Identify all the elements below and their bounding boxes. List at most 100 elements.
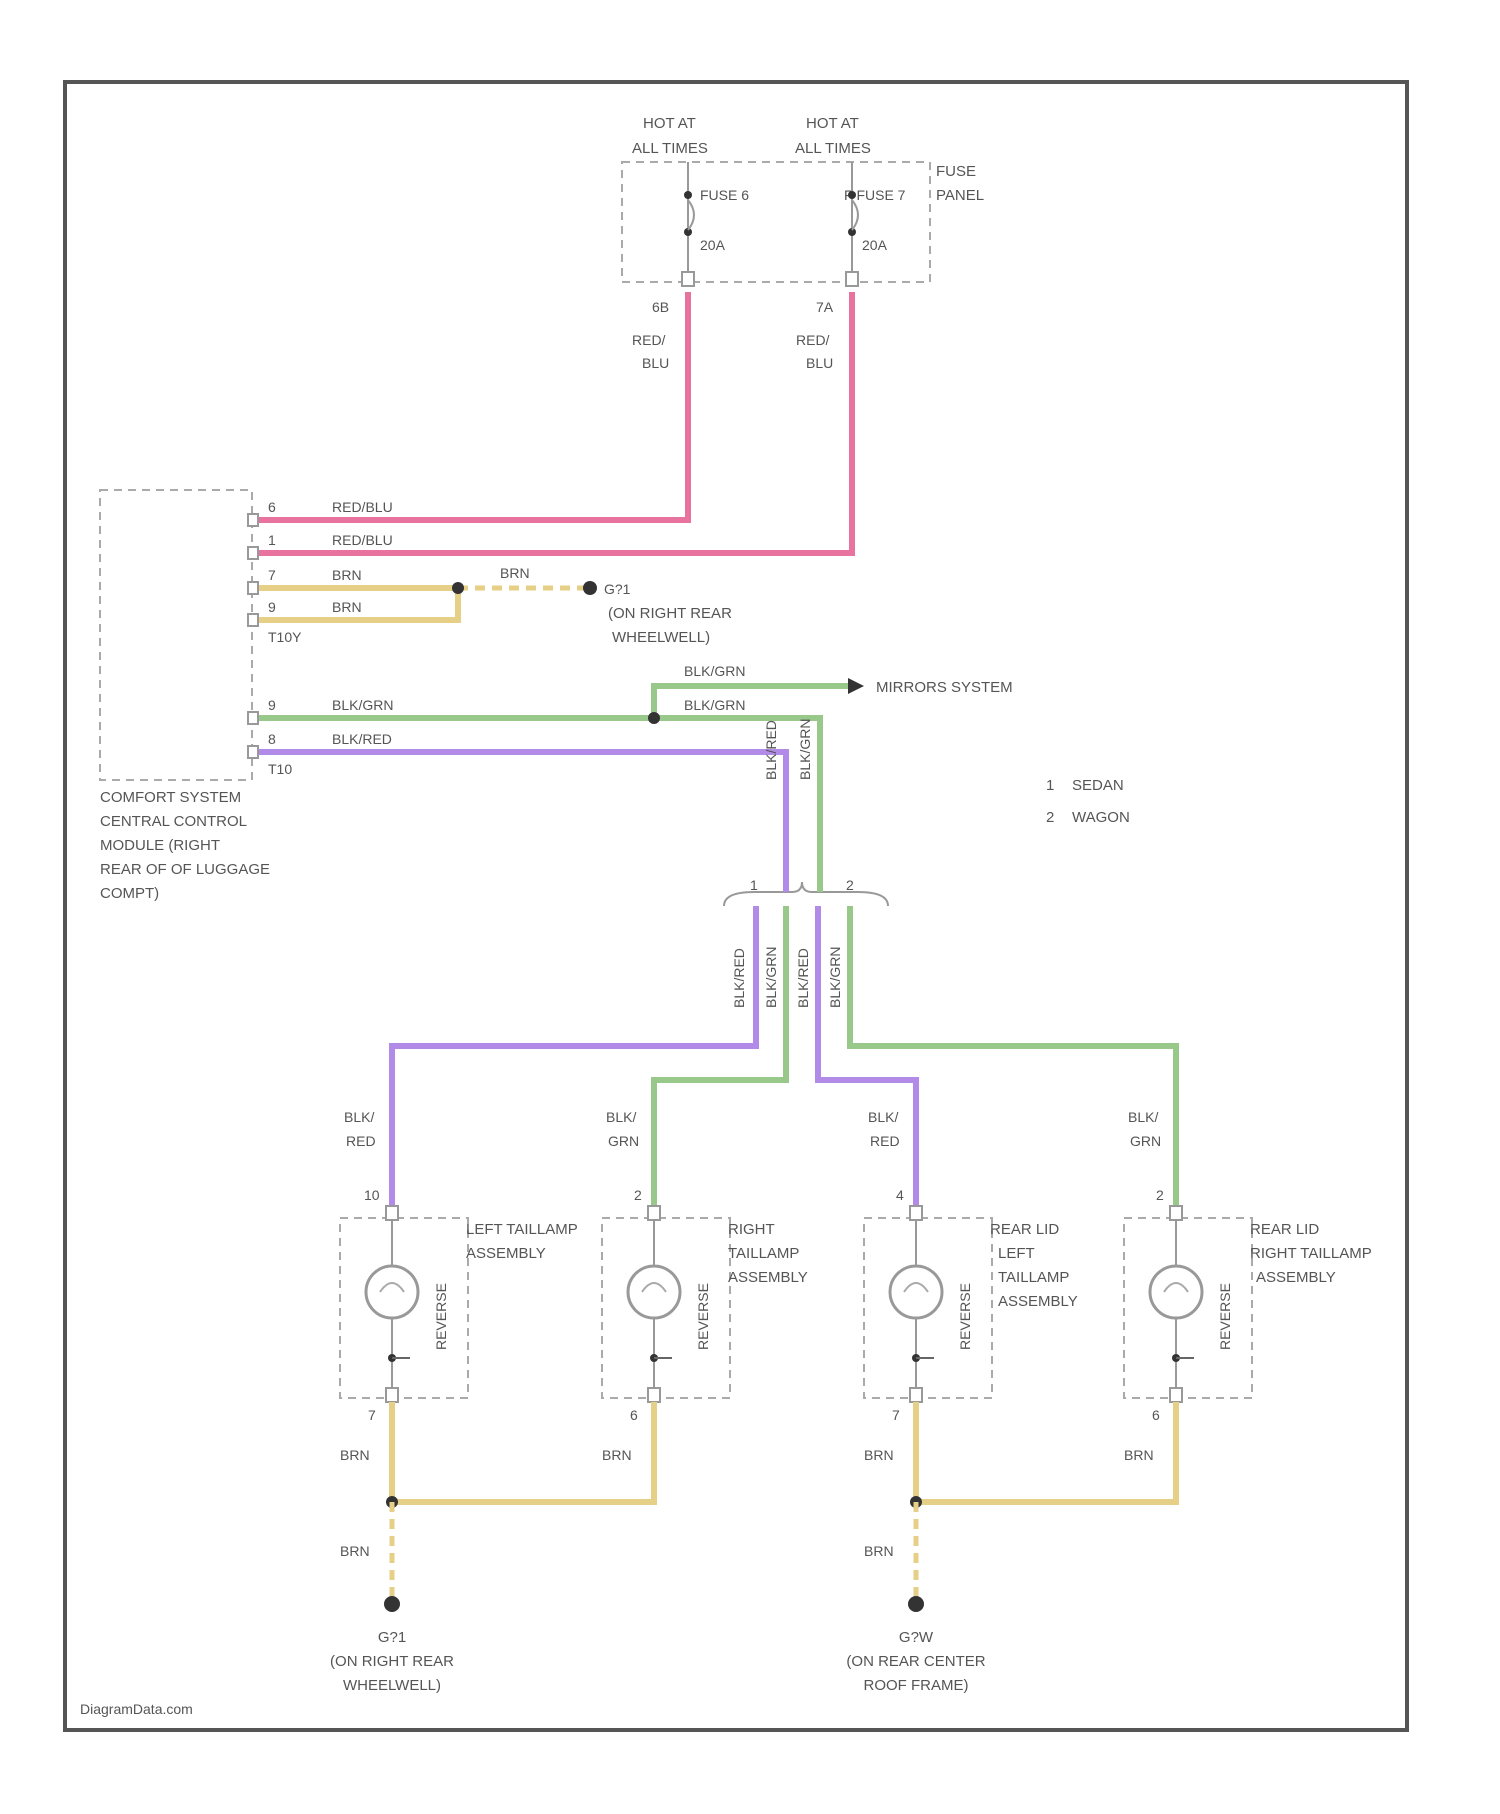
lamp-4-wire-2: GRN: [1130, 1133, 1161, 1149]
lamp-4-name-1: REAR LID: [1250, 1221, 1319, 1238]
module-name-2: CENTRAL CONTROL: [100, 813, 247, 830]
lamp-2-wire-1: BLK/: [606, 1109, 636, 1125]
ground-left-name: G?1: [378, 1629, 406, 1646]
splice-wire-out-2: BLK/GRN: [763, 947, 779, 1008]
mirrors-wire-top: BLK/GRN: [684, 663, 745, 679]
lamp-2-name-3: ASSEMBLY: [728, 1269, 808, 1286]
fuse-right-wire-2: BLU: [806, 355, 833, 371]
fuse-right-symbol: [846, 162, 858, 286]
module-pin-2-num: 1: [268, 532, 276, 548]
lamp-3-ground-wire: BRN: [864, 1447, 894, 1463]
ground-top-location-2: WHEELWELL): [612, 629, 710, 646]
lamp-4-pin-top: 2: [1156, 1187, 1164, 1203]
legend-2-num: 2: [1046, 809, 1054, 826]
fuse-left-pin: 6B: [652, 299, 669, 315]
lamp-3-name-3: TAILLAMP: [998, 1269, 1069, 1286]
fuse-left-wire-2: BLU: [642, 355, 669, 371]
legend-1-text: SEDAN: [1072, 777, 1124, 794]
lamp-4-name-2: RIGHT TAILLAMP: [1250, 1245, 1372, 1262]
wire-blk-red-module: [256, 752, 786, 880]
ground-right-location-1: (ON REAR CENTER: [846, 1653, 985, 1670]
splice-grn: [648, 712, 660, 724]
lamp-4-ground-wire: BRN: [1124, 1447, 1154, 1463]
splice-wire-out-4: BLK/GRN: [827, 947, 843, 1008]
lamp-1-bulb: REVERSE: [433, 1283, 449, 1350]
ground-top-location-1: (ON RIGHT REAR: [608, 605, 732, 622]
branch-1-label: 1: [750, 877, 758, 893]
lamp-3-name-2: LEFT: [998, 1245, 1035, 1262]
ground-left-icon: [384, 1596, 400, 1612]
legend-1-num: 1: [1046, 777, 1054, 794]
ground-left-location-2: WHEELWELL): [343, 1677, 441, 1694]
lamp-1-name-2: ASSEMBLY: [466, 1245, 546, 1262]
wire-red-blu-1: [256, 292, 688, 520]
fuse-right-amp: 20A: [862, 237, 888, 253]
lamp-1-name-1: LEFT TAILLAMP: [466, 1221, 578, 1238]
mirrors-wire-bottom: BLK/GRN: [684, 697, 745, 713]
fuse-left-amp: 20A: [700, 237, 726, 253]
branch-brace: [724, 882, 888, 906]
mirrors-system-label: MIRRORS SYSTEM: [876, 679, 1013, 696]
legend-2-text: WAGON: [1072, 809, 1130, 826]
lamp-4-bulb: REVERSE: [1217, 1283, 1233, 1350]
module-name-1: COMFORT SYSTEM: [100, 789, 241, 806]
wire-out-grn-2: [850, 918, 1176, 1210]
lamp-2-wire-2: GRN: [608, 1133, 639, 1149]
lamp-3-bulb: REVERSE: [957, 1283, 973, 1350]
ground-right-location-2: ROOF FRAME): [864, 1677, 969, 1694]
all-times-label-left: ALL TIMES: [632, 140, 708, 157]
lamp-2-pin-top: 2: [634, 1187, 642, 1203]
all-times-label-right: ALL TIMES: [795, 140, 871, 157]
hot-at-label-left: HOT AT: [643, 115, 696, 132]
lamp-1-wire-2: RED: [346, 1133, 376, 1149]
fuse-right-wire-1: RED/: [796, 332, 830, 348]
lamp-1-pin-top: 10: [364, 1187, 380, 1203]
fuse-panel-label-2: PANEL: [936, 187, 984, 204]
module-pin-3-wire: BRN: [332, 567, 362, 583]
fuse-left-wire-1: RED/: [632, 332, 666, 348]
lamp-3-wire-2: RED: [870, 1133, 900, 1149]
lamp-2-ground-wire: BRN: [602, 1447, 632, 1463]
lamp-1-ground-wire: BRN: [340, 1447, 370, 1463]
branch-2-label: 2: [846, 877, 854, 893]
module-pin-2-wire: RED/BLU: [332, 532, 393, 548]
lamp-1-wire-1: BLK/: [344, 1109, 374, 1125]
watermark-text: DiagramData.com: [80, 1701, 193, 1717]
lamp-4-pin-bottom: 6: [1152, 1407, 1160, 1423]
splice-brn: [452, 582, 464, 594]
lamp-3-name-1: REAR LID: [990, 1221, 1059, 1238]
wire-out-vio-1: [392, 918, 756, 1210]
module-pin-5-num: 9: [268, 697, 276, 713]
fuse-panel-box: [622, 162, 930, 282]
fuse-right-pin: 7A: [816, 299, 834, 315]
lamp-4-wire-1: BLK/: [1128, 1109, 1158, 1125]
module-pin-1-num: 6: [268, 499, 276, 515]
module-connector-b: T10: [268, 761, 292, 777]
fuse-left-label: FUSE 6: [700, 187, 749, 203]
lamp-3-pin-top: 4: [896, 1187, 904, 1203]
ground-right-wire: BRN: [864, 1543, 894, 1559]
module-pin-4-wire: BRN: [332, 599, 362, 615]
hot-at-label-right: HOT AT: [806, 115, 859, 132]
module-pin-6-wire: BLK/RED: [332, 731, 392, 747]
module-connector-a: T10Y: [268, 629, 302, 645]
lamp-4-name-3: ASSEMBLY: [1256, 1269, 1336, 1286]
lamp-3-pin-bottom: 7: [892, 1407, 900, 1423]
mirrors-arrow-icon: [848, 678, 864, 694]
lamp-2-name-2: TAILLAMP: [728, 1245, 799, 1262]
module-pin-1-wire: RED/BLU: [332, 499, 393, 515]
ground-top-icon: [583, 581, 597, 595]
ground-top-wire: BRN: [500, 565, 530, 581]
ground-top-name: G?1: [604, 581, 631, 597]
lamp-3-name-4: ASSEMBLY: [998, 1293, 1078, 1310]
module-pin-5-wire: BLK/GRN: [332, 697, 393, 713]
lamp-2-bulb: REVERSE: [695, 1283, 711, 1350]
fuse-left-symbol: [682, 162, 694, 286]
ground-right-icon: [908, 1596, 924, 1612]
ground-left-location-1: (ON RIGHT REAR: [330, 1653, 454, 1670]
module-pin-3-num: 7: [268, 567, 276, 583]
lamp-2-pin-bottom: 6: [630, 1407, 638, 1423]
wire-blk-grn-down: [654, 718, 820, 880]
module-name-3: MODULE (RIGHT: [100, 837, 220, 854]
